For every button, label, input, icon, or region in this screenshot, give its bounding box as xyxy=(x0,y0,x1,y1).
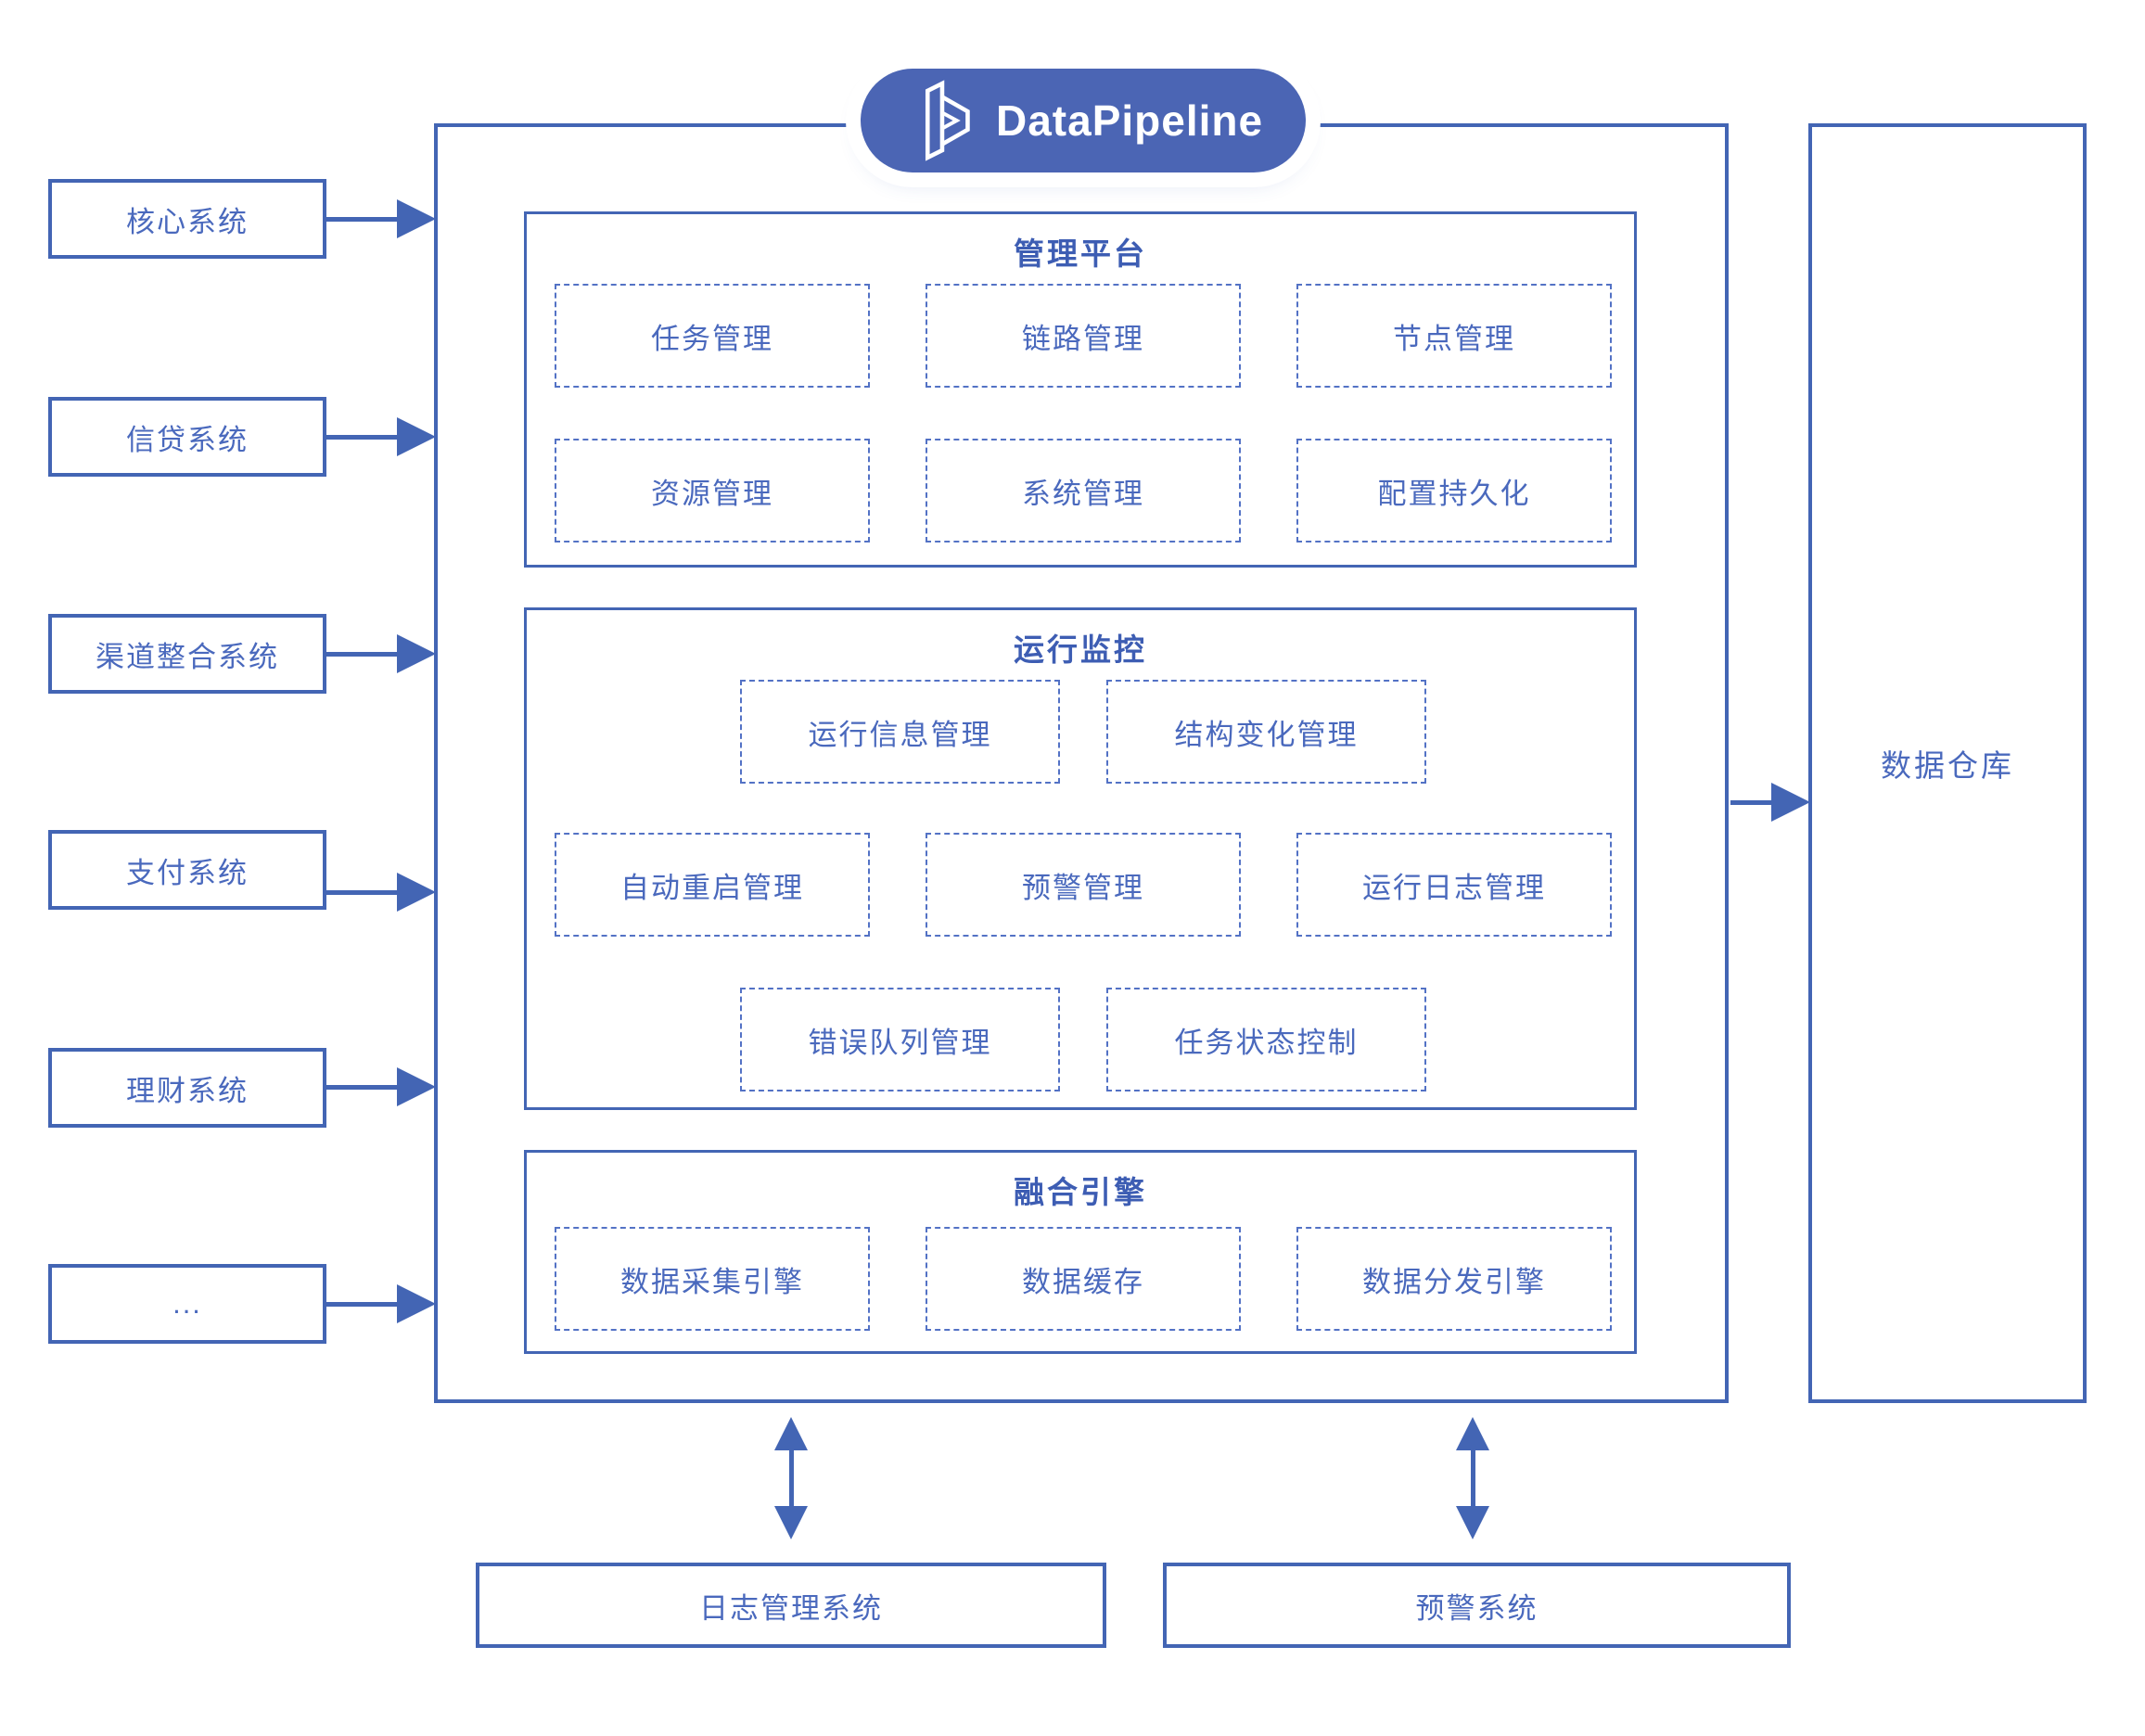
cell-label: 预警管理 xyxy=(1022,871,1144,904)
source-system-payment: 支付系统 xyxy=(48,830,326,910)
cell-label: 结构变化管理 xyxy=(1174,718,1359,751)
arrow-head xyxy=(774,1417,808,1450)
cell-link-management: 链路管理 xyxy=(926,284,1241,388)
arrow-line xyxy=(326,1085,401,1090)
cell-data-distribution-engine: 数据分发引擎 xyxy=(1296,1227,1612,1331)
alert-system-box: 预警系统 xyxy=(1163,1563,1791,1648)
section-management-platform: 管理平台 任务管理 链路管理 节点管理 资源管理 系统管理 配置持久化 xyxy=(524,211,1637,568)
log-management-system-box: 日志管理系统 xyxy=(476,1563,1106,1648)
arrow-head xyxy=(397,1067,436,1106)
source-system-label: 信贷系统 xyxy=(126,423,249,456)
section-fusion-engine: 融合引擎 数据采集引擎 数据缓存 数据分发引擎 xyxy=(524,1150,1637,1354)
data-warehouse-box: 数据仓库 xyxy=(1808,123,2087,1403)
cell-label: 节点管理 xyxy=(1393,322,1515,355)
arrow-line xyxy=(1730,800,1775,805)
datapipeline-logo-icon xyxy=(925,80,970,161)
cell-label: 数据缓存 xyxy=(1022,1265,1144,1298)
cell-label: 任务状态控制 xyxy=(1174,1026,1359,1059)
arrow-line xyxy=(326,217,401,222)
cell-label: 数据分发引擎 xyxy=(1362,1265,1546,1298)
arrow-head xyxy=(1456,1506,1489,1539)
arrow-line xyxy=(326,1302,401,1307)
arrow-line xyxy=(326,652,401,657)
data-warehouse-label: 数据仓库 xyxy=(1881,748,2014,783)
bottom-system-label: 预警系统 xyxy=(1415,1591,1539,1625)
source-system-credit: 信贷系统 xyxy=(48,397,326,477)
source-system-channel-integration: 渠道整合系统 xyxy=(48,614,326,694)
cell-label: 自动重启管理 xyxy=(620,871,804,904)
arrow-head xyxy=(1771,783,1810,822)
bottom-system-label: 日志管理系统 xyxy=(699,1591,883,1625)
arrow-line xyxy=(1471,1447,1475,1510)
source-system-label: 支付系统 xyxy=(126,856,249,889)
source-system-label: 核心系统 xyxy=(126,205,249,238)
arrow-head xyxy=(1456,1417,1489,1450)
source-system-label: 渠道整合系统 xyxy=(96,640,279,673)
section-runtime-monitoring: 运行监控 运行信息管理 结构变化管理 自动重启管理 预警管理 运行日志管理 错误… xyxy=(524,607,1637,1110)
cell-structure-change-management: 结构变化管理 xyxy=(1106,680,1426,784)
cell-alert-management: 预警管理 xyxy=(926,833,1241,937)
arrow-line xyxy=(789,1447,794,1510)
cell-task-management: 任务管理 xyxy=(555,284,870,388)
arrow-head xyxy=(397,199,436,238)
cell-label: 错误队列管理 xyxy=(808,1026,992,1059)
cell-data-cache: 数据缓存 xyxy=(926,1227,1241,1331)
section-title: 融合引擎 xyxy=(1014,1175,1147,1209)
cell-label: 运行日志管理 xyxy=(1362,871,1546,904)
section-title: 管理平台 xyxy=(1014,236,1147,271)
arrow-head xyxy=(397,634,436,673)
source-system-label: ... xyxy=(172,1287,202,1320)
source-system-label: 理财系统 xyxy=(126,1074,249,1107)
cell-label: 链路管理 xyxy=(1022,322,1144,355)
source-system-wealth: 理财系统 xyxy=(48,1048,326,1128)
cell-label: 系统管理 xyxy=(1022,477,1144,510)
cell-node-management: 节点管理 xyxy=(1296,284,1612,388)
arrow-head xyxy=(397,417,436,456)
arrow-head xyxy=(397,1284,436,1323)
source-system-core: 核心系统 xyxy=(48,179,326,259)
cell-label: 任务管理 xyxy=(651,322,773,355)
arrow-head xyxy=(397,873,436,912)
cell-resource-management: 资源管理 xyxy=(555,439,870,542)
arrow-line xyxy=(326,890,401,895)
cell-data-collection-engine: 数据采集引擎 xyxy=(555,1227,870,1331)
cell-label: 资源管理 xyxy=(651,477,773,510)
datapipeline-logo-badge: DataPipeline xyxy=(861,69,1306,172)
arrow-head xyxy=(774,1506,808,1539)
source-system-more: ... xyxy=(48,1264,326,1344)
cell-task-status-control: 任务状态控制 xyxy=(1106,988,1426,1091)
cell-auto-restart-management: 自动重启管理 xyxy=(555,833,870,937)
logo-text: DataPipeline xyxy=(996,96,1264,145)
cell-label: 数据采集引擎 xyxy=(620,1265,804,1298)
section-title: 运行监控 xyxy=(1014,632,1147,667)
cell-error-queue-management: 错误队列管理 xyxy=(740,988,1060,1091)
cell-config-persistence: 配置持久化 xyxy=(1296,439,1612,542)
cell-runtime-info-management: 运行信息管理 xyxy=(740,680,1060,784)
arrow-line xyxy=(326,435,401,440)
cell-label: 配置持久化 xyxy=(1377,477,1531,510)
cell-runtime-log-management: 运行日志管理 xyxy=(1296,833,1612,937)
cell-system-management: 系统管理 xyxy=(926,439,1241,542)
cell-label: 运行信息管理 xyxy=(808,718,992,751)
